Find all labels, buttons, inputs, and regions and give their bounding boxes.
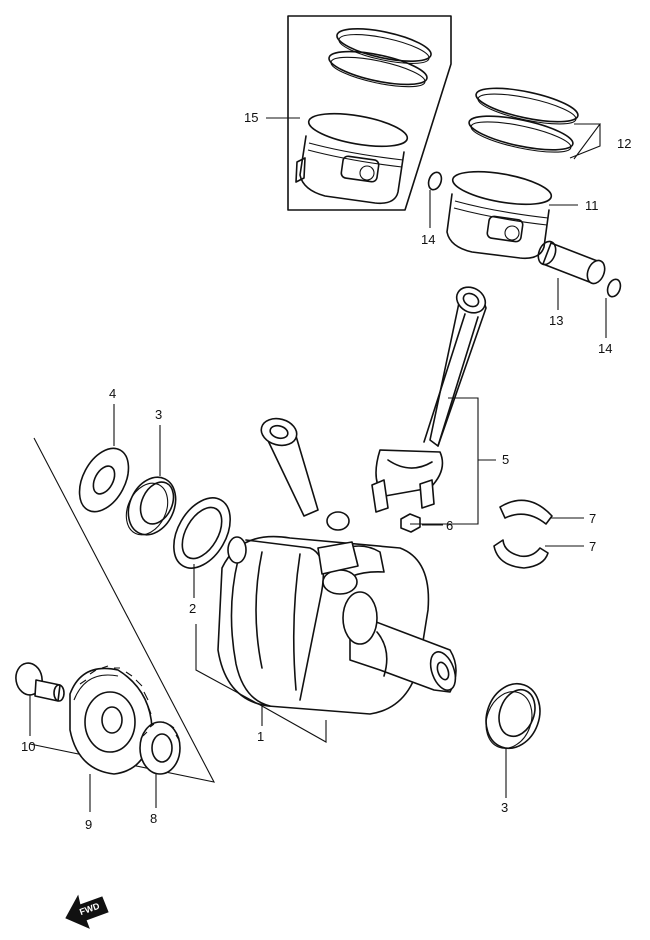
callout-7a: 7 (589, 511, 596, 526)
callout-4: 4 (109, 386, 116, 401)
callout-14a: 14 (421, 232, 435, 247)
forward-arrow-icon: FWD (65, 894, 109, 929)
callout-9: 9 (85, 817, 92, 832)
circlip-14a (427, 171, 443, 191)
gear-8 (139, 721, 181, 775)
thrust-washer-4 (78, 447, 130, 513)
callout-15: 15 (244, 110, 258, 125)
gear-9 (69, 665, 153, 775)
callout-12: 12 (617, 136, 631, 151)
callout-7b: 7 (589, 539, 596, 554)
piston-pin-13 (537, 240, 606, 285)
main-bearing-3b (485, 682, 541, 750)
callout-13: 13 (549, 313, 563, 328)
connecting-rod-5 (371, 286, 487, 513)
piston-11 (446, 170, 553, 260)
callout-5: 5 (502, 452, 509, 467)
piston-rings-12 (468, 87, 579, 153)
thrust-bearing-2 (173, 497, 231, 569)
crankshaft-1 (217, 417, 457, 715)
callout-3a: 3 (155, 407, 162, 422)
piston-assembly-box (287, 15, 452, 211)
piston-ring-set-15 (328, 28, 432, 88)
conrod-nut-6 (400, 513, 421, 533)
leader-lines (29, 117, 607, 812)
bolt-10 (15, 662, 65, 702)
callout-6: 6 (446, 518, 453, 533)
conrod-bearings-7 (493, 499, 553, 569)
callout-2: 2 (189, 601, 196, 616)
circlip-14b (606, 278, 622, 298)
callout-11: 11 (585, 198, 599, 213)
callout-8: 8 (150, 811, 157, 826)
callout-3b: 3 (501, 800, 508, 815)
main-bearing-3a (125, 476, 177, 536)
callout-1: 1 (257, 729, 264, 744)
piston-15 (295, 112, 409, 205)
callout-labels: 15 12 11 14 13 14 4 3 5 6 7 7 2 1 10 3 8… (21, 110, 631, 832)
callout-14b: 14 (598, 341, 612, 356)
callout-10: 10 (21, 739, 35, 754)
